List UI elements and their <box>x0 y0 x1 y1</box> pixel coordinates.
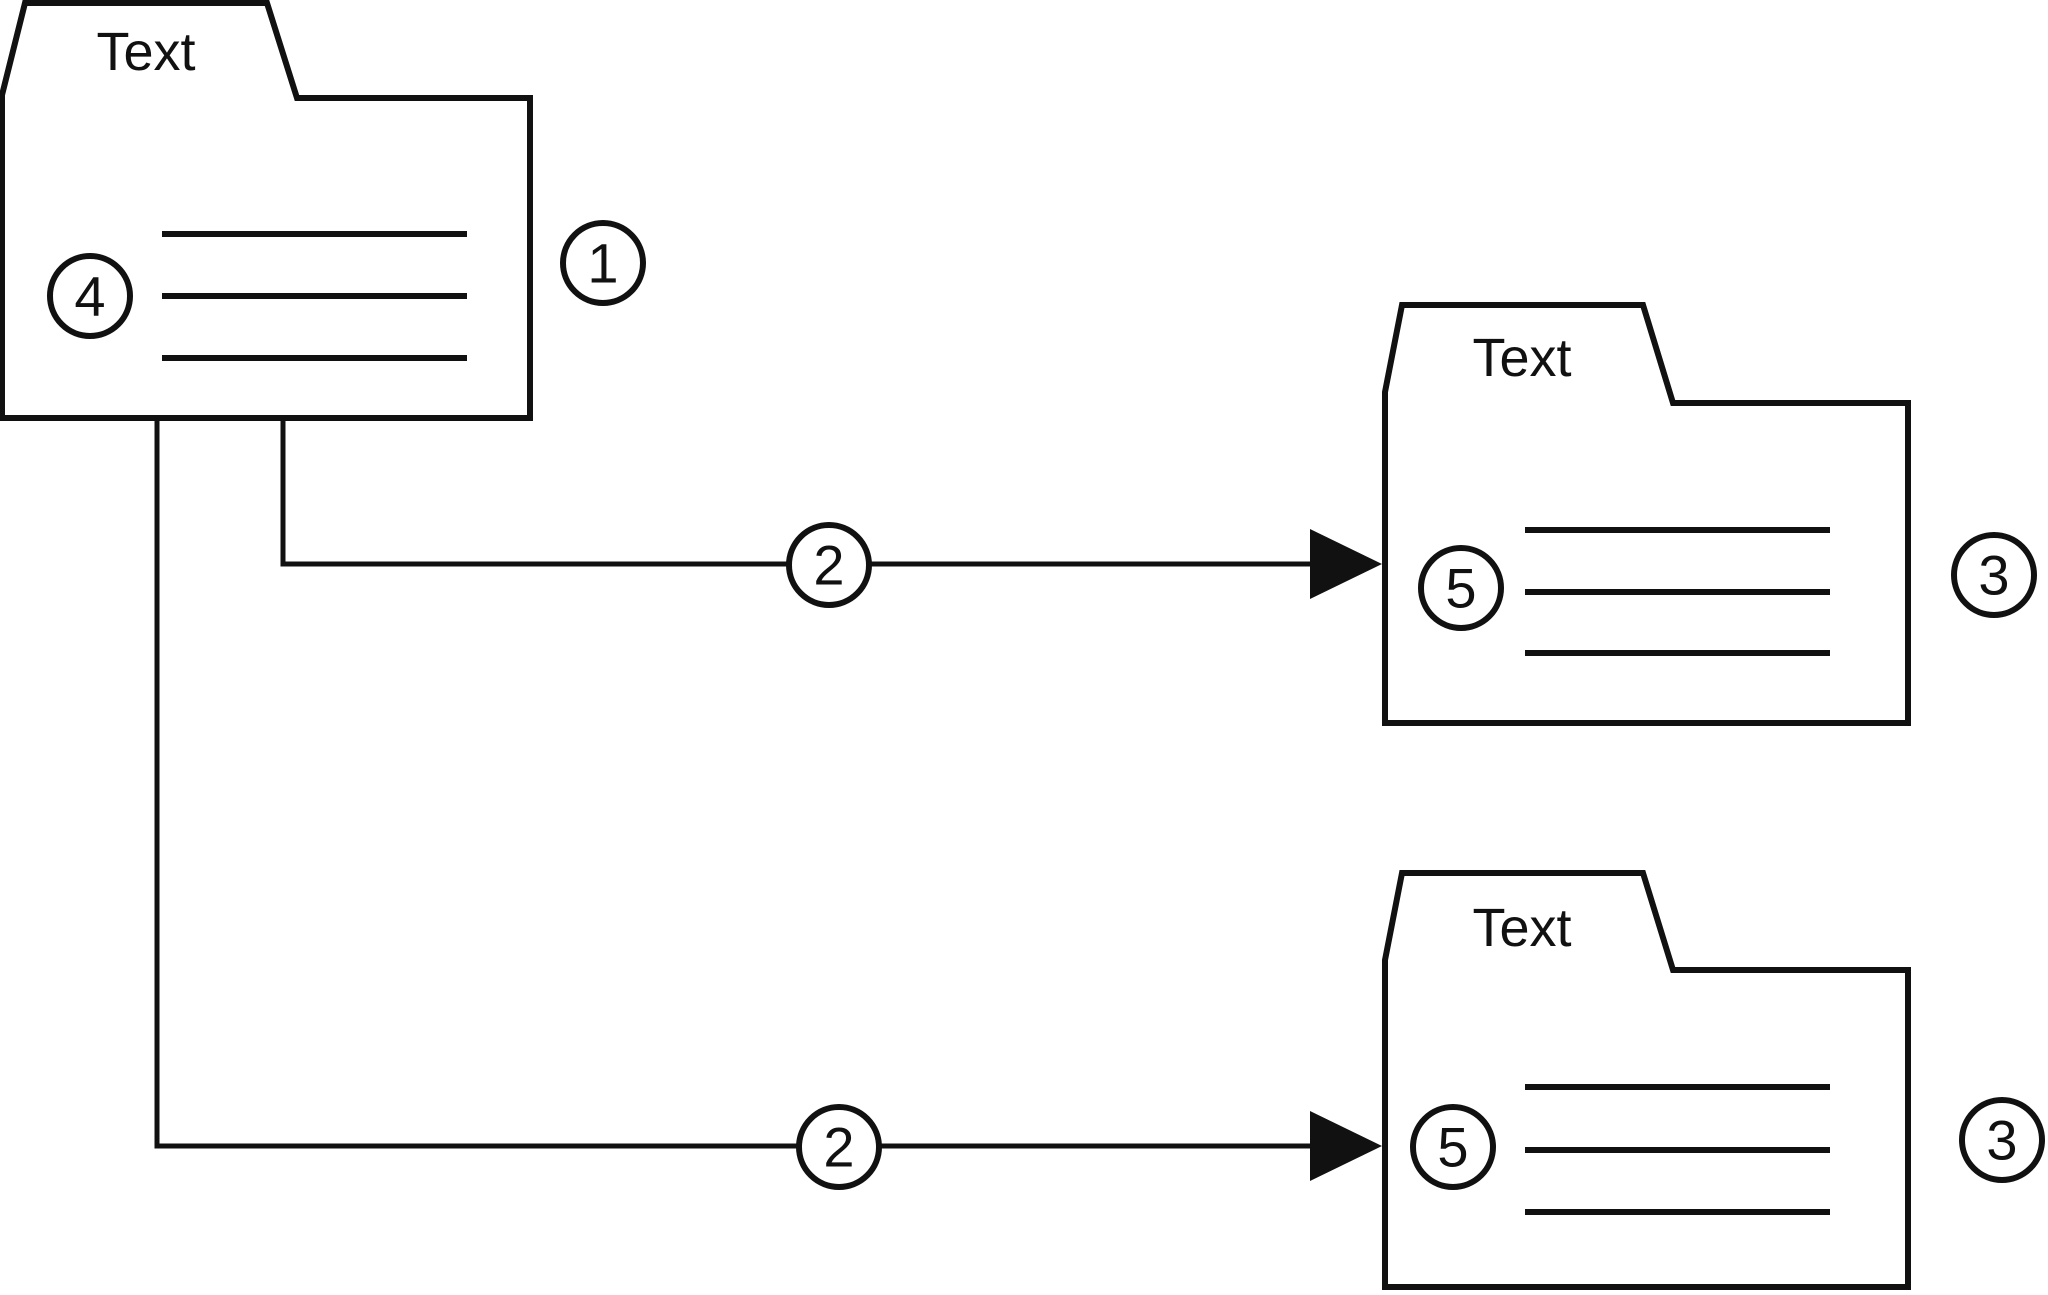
connector-top <box>280 415 1382 599</box>
folder-label: Text <box>1472 898 1571 958</box>
badge-number: 2 <box>823 1116 854 1179</box>
badge-circle <box>47 253 133 339</box>
folder-shape <box>0 0 533 421</box>
badge-circle <box>1959 1097 2045 1183</box>
badge-circle <box>1418 545 1504 631</box>
folder-label: Text <box>1472 328 1571 388</box>
badge-3-bottom: 3 <box>1959 1097 2045 1183</box>
badge-number: 2 <box>813 534 844 597</box>
folder-shape <box>1382 870 1911 1290</box>
folder-label: Text <box>96 22 195 82</box>
folder-target-bottom: Text <box>1382 870 1911 1290</box>
arrowhead-icon <box>1310 1111 1382 1181</box>
folder-source: Text <box>0 0 533 421</box>
badge-2-bottom: 2 <box>796 1104 882 1190</box>
badge-5-top: 5 <box>1418 545 1504 631</box>
badge-number: 4 <box>74 265 105 328</box>
badge-4: 4 <box>47 253 133 339</box>
badge-2-top: 2 <box>786 522 872 608</box>
connector-bottom <box>154 415 1382 1181</box>
badge-circle <box>786 522 872 608</box>
badge-circle <box>796 1104 882 1190</box>
badge-circle <box>1410 1104 1496 1190</box>
connector-bottom-line <box>154 415 1376 1149</box>
badge-number: 3 <box>1986 1109 2017 1172</box>
badge-1: 1 <box>560 220 646 306</box>
folder-shape <box>1382 302 1911 726</box>
badge-number: 3 <box>1978 544 2009 607</box>
badge-number: 1 <box>587 232 618 295</box>
badge-number: 5 <box>1437 1116 1468 1179</box>
badge-number: 5 <box>1445 557 1476 620</box>
folder-target-top: Text <box>1382 302 1911 726</box>
connector-top-line <box>280 415 1376 567</box>
badge-circle <box>1951 532 2037 618</box>
badge-5-bottom: 5 <box>1410 1104 1496 1190</box>
arrowhead-icon <box>1310 529 1382 599</box>
badge-3-top: 3 <box>1951 532 2037 618</box>
badge-circle <box>560 220 646 306</box>
